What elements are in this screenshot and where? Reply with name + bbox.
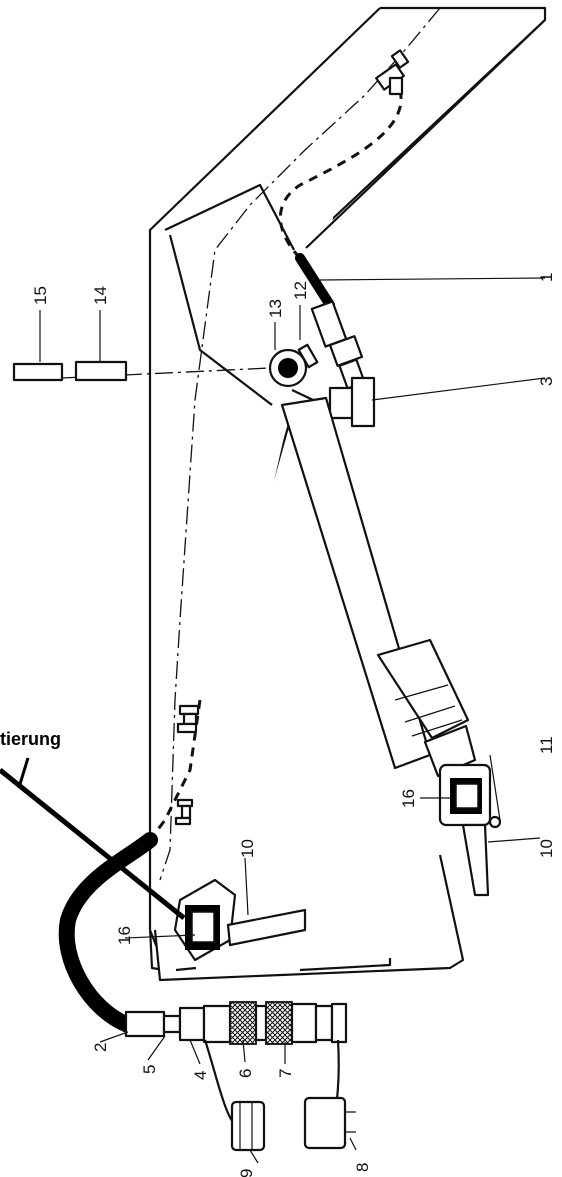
dust-cap-9 <box>230 1100 266 1152</box>
pipe-connector-lower <box>174 704 200 826</box>
label-10-right: 10 <box>537 839 556 858</box>
label-4: 4 <box>191 1071 210 1080</box>
hose-dashed-lower <box>148 699 202 841</box>
label-10-left: 10 <box>238 839 257 858</box>
label-3: 3 <box>537 377 556 386</box>
label-15: 15 <box>31 286 50 305</box>
hydraulic-cylinder <box>280 396 477 778</box>
label-2: 2 <box>91 1043 110 1052</box>
dust-cap-8 <box>303 1096 356 1150</box>
boom-arm <box>148 6 547 982</box>
elbow-fitting-3 <box>328 376 376 428</box>
label-11: 11 <box>537 736 556 754</box>
callout-arrow <box>0 768 186 920</box>
coupling-assembly <box>124 1001 348 1045</box>
label-13: 13 <box>266 299 285 318</box>
pin-15 <box>12 362 64 382</box>
pin-14 <box>74 360 128 382</box>
label-5: 5 <box>140 1065 159 1074</box>
label-6: 6 <box>236 1069 255 1078</box>
callout-tick <box>18 757 30 785</box>
pivot-13 <box>268 343 319 388</box>
callout-text: tierung <box>0 729 61 749</box>
hose-1 <box>295 253 335 310</box>
tee-fitting-upper <box>375 49 410 96</box>
label-9: 9 <box>237 1169 256 1177</box>
label-14: 14 <box>91 286 110 305</box>
clevis-right <box>438 763 502 897</box>
clevis-left <box>173 878 307 962</box>
label-8: 8 <box>353 1163 372 1172</box>
label-12: 12 <box>291 281 310 300</box>
leader-lines <box>39 277 546 1164</box>
label-1: 1 <box>537 273 556 282</box>
label-7: 7 <box>276 1069 295 1078</box>
hose-2 <box>58 832 158 1033</box>
label-16-left: 16 <box>115 926 134 945</box>
part-labels: 1 3 12 13 14 15 11 16 10 10 16 2 5 4 6 7… <box>31 273 556 1177</box>
hose-1-fitting <box>310 300 366 390</box>
label-16-right: 16 <box>399 789 418 808</box>
